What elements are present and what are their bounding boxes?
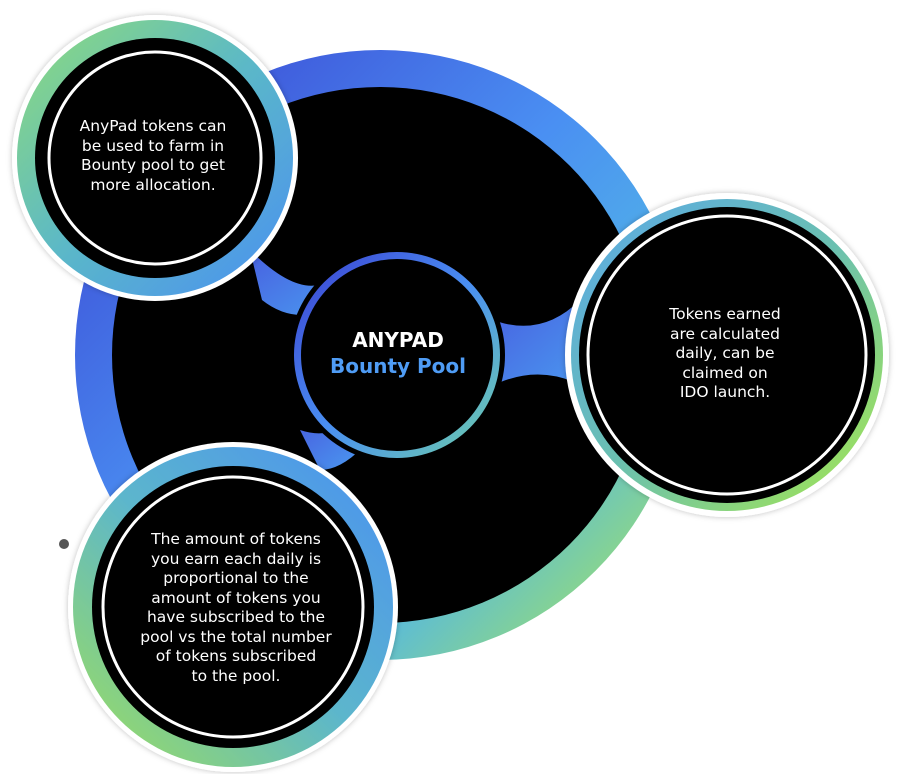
node-bottom-left <box>68 442 398 772</box>
center-subtitle: Bounty Pool <box>329 354 466 378</box>
top-left-node-text: AnyPad tokens can be used to farm in Bou… <box>79 117 227 194</box>
bottom-left-node-text: The amount of tokens you earn each daily… <box>140 530 332 685</box>
node-right <box>565 193 889 517</box>
decorative-dot <box>59 539 69 549</box>
center-title: ANYPAD <box>352 328 444 352</box>
right-node-text: Tokens earned are calculated daily, can … <box>669 305 781 401</box>
connector-right <box>488 300 590 390</box>
node-center <box>289 247 505 463</box>
node-top-left <box>12 15 298 301</box>
